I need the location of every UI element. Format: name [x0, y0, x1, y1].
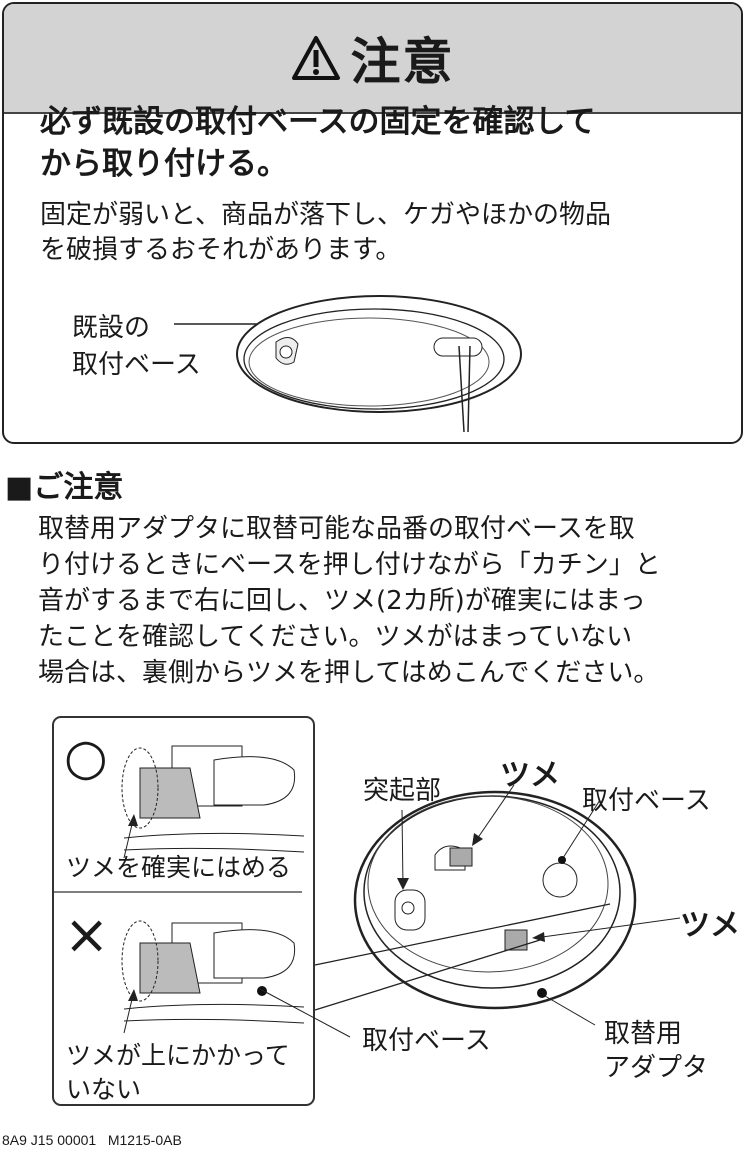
label-adapter-line-1: 取替用 [604, 1019, 683, 1049]
caution-body-line-2: を破損するおそれがあります。 [40, 235, 402, 265]
label-protrusion: 突起部 [363, 776, 442, 806]
caution-heading-line-2: から取り付ける。 [40, 146, 288, 182]
notice-title: ■ご注意 [5, 470, 124, 505]
label-claw-right: ツメ [680, 908, 740, 943]
label-base-top: 取付ベース [582, 786, 711, 816]
label-base-bottom: 取付ベース [362, 1026, 491, 1056]
figure-label-base: 取付ベース [72, 350, 201, 380]
document-code: 8A9 J15 00001 M1215-0AB [2, 1132, 182, 1148]
notice-line-3: 音がするまで右に回し、ツメ(2カ所)が確実にはまっ [38, 586, 646, 616]
notice-line-4: たことを確認してください。ツメがはまっていない [38, 622, 633, 652]
caution-heading-line-1: 必ず既設の取付ベースの固定を確認して [40, 104, 596, 140]
figure-label-existing: 既設の [72, 313, 151, 343]
claw-detail-illustrations [54, 745, 305, 1034]
claw-comparison-box: ○ ツメを確実にはめる × ツメが上にかかって いない [52, 716, 315, 1106]
label-adapter-line-2: アダプタ [604, 1053, 709, 1083]
notice-line-5: 場合は、裏側からツメを押してはめこんでください。 [38, 658, 660, 688]
caution-title: 注意 [350, 33, 455, 91]
notice-line-2: り付けるときにベースを押し付けながら「カチン」と [38, 550, 661, 580]
adapter-base-illustration [314, 784, 681, 1026]
warning-triangle-icon [291, 36, 340, 80]
caution-header: 注意 [4, 4, 741, 114]
label-claw-top: ツメ [500, 758, 560, 793]
bad-symbol: × [64, 903, 110, 966]
caution-body-line-1: 固定が弱いと、商品が落下し、ケガやほかの物品 [40, 200, 611, 230]
bad-caption-line-1: ツメが上にかかって [66, 1041, 290, 1070]
good-caption: ツメを確実にはめる [66, 853, 292, 882]
notice-line-1: 取替用アダプタに取替可能な品番の取付ベースを取 [38, 514, 635, 544]
good-symbol: ○ [64, 728, 108, 786]
bad-caption-line-2: いない [66, 1075, 142, 1104]
existing-base-illustration [174, 295, 522, 433]
base-label-leader [260, 988, 351, 1038]
caution-box: 注意 必ず既設の取付ベースの固定を確認して から取り付ける。 固定が弱いと、商品… [2, 2, 743, 444]
